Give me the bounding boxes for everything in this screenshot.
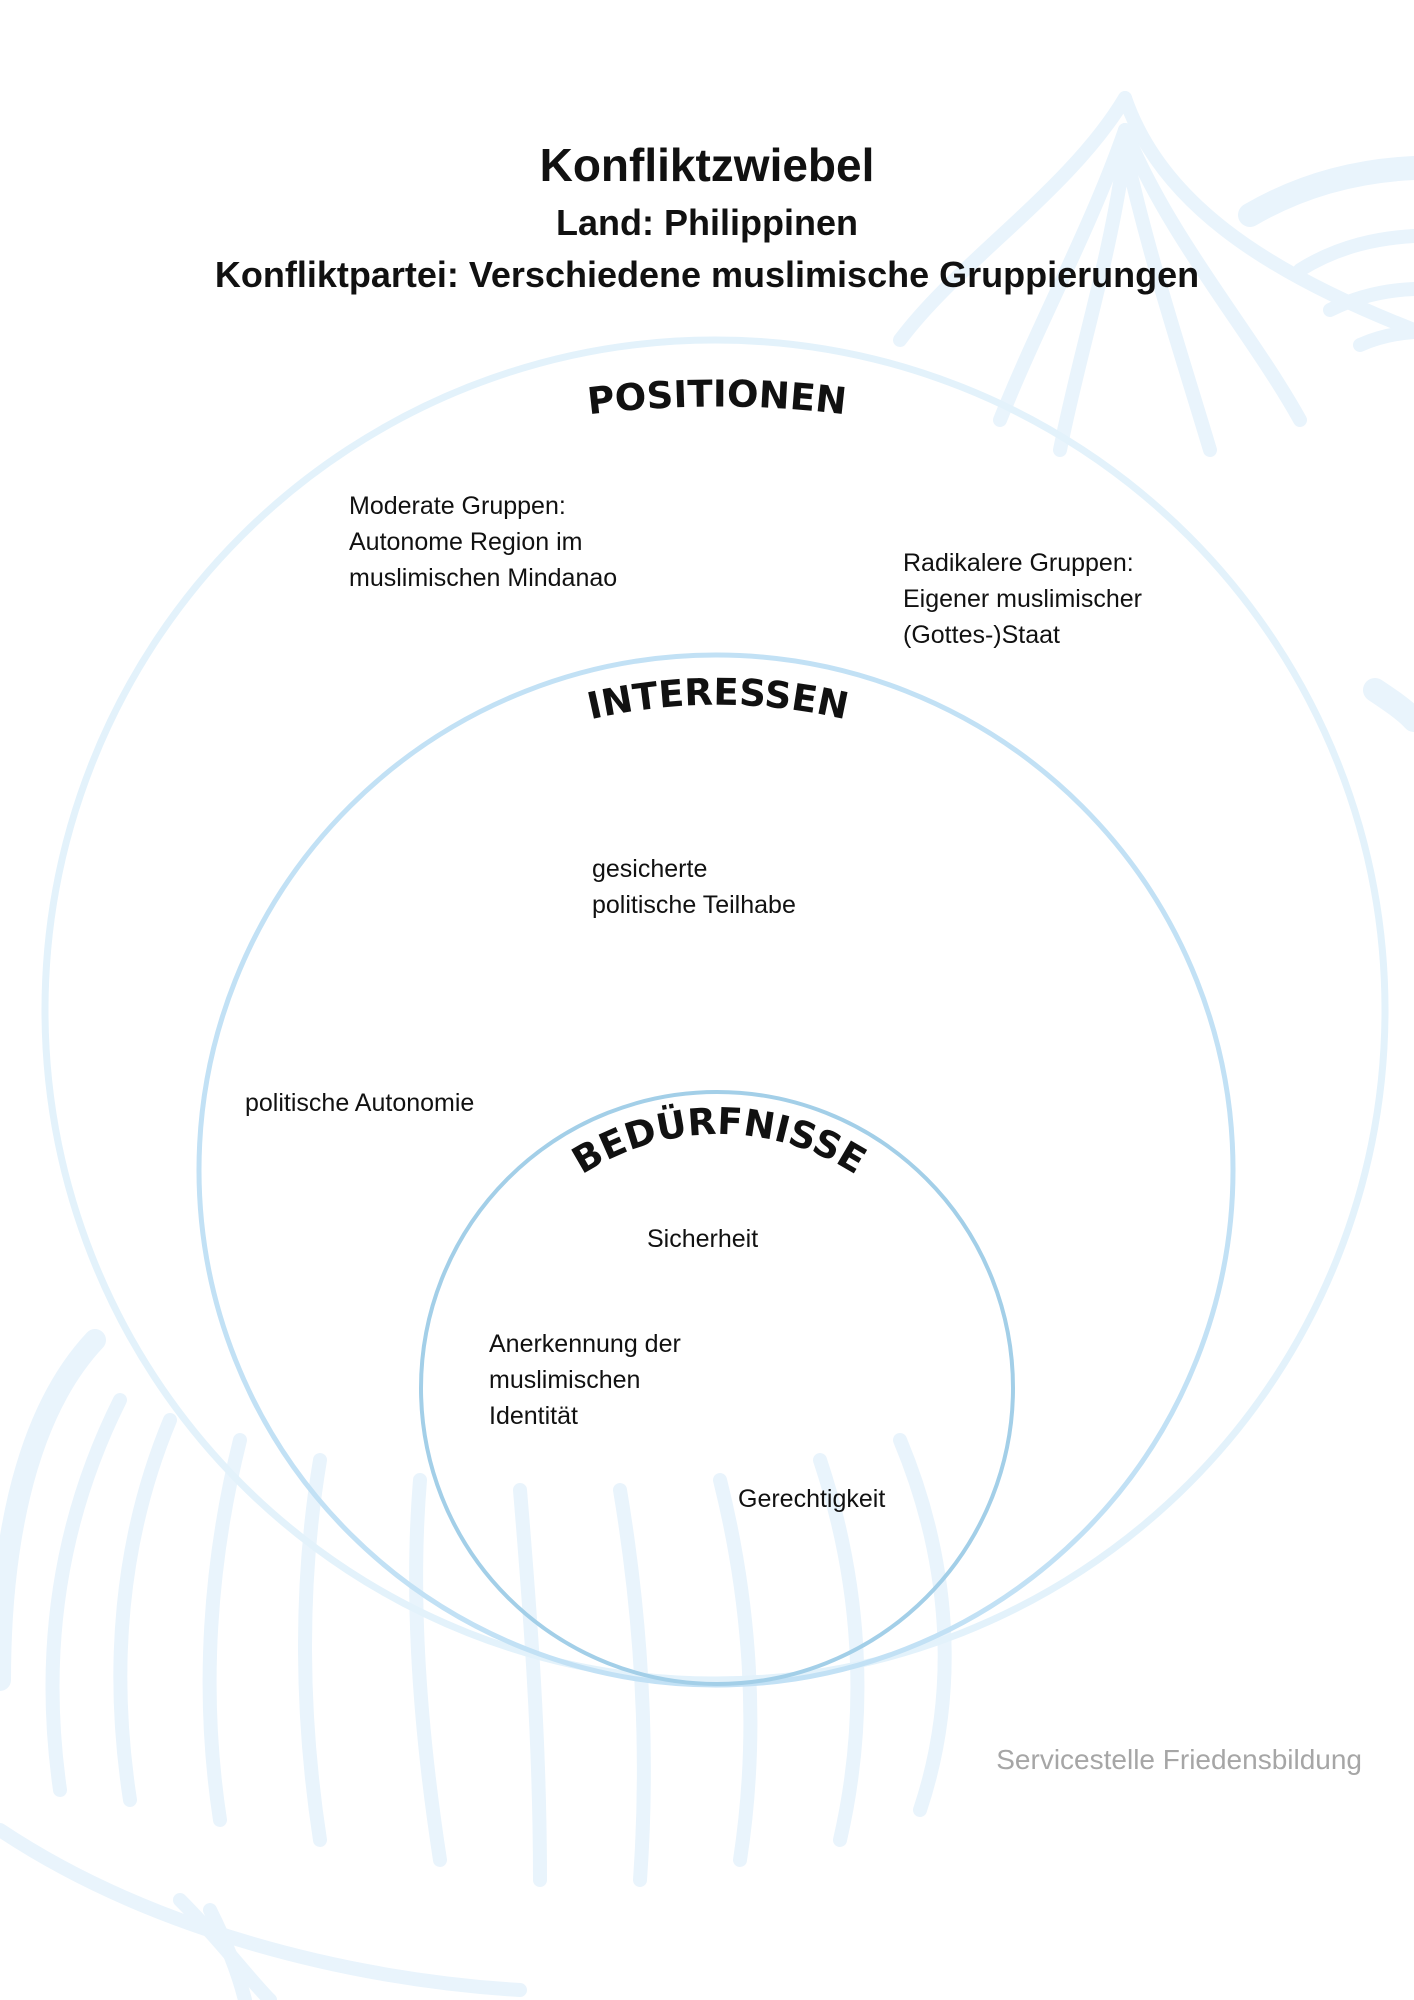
heading-interests-text: INTERESSEN <box>583 671 852 729</box>
onion-watermark-top-tip <box>893 91 1132 347</box>
onion-watermark-bottom-arc-6 <box>513 1483 547 1887</box>
onion-watermark-bottom-arc-9 <box>813 1453 865 1847</box>
diagram-title: Konfliktzwiebel <box>539 139 875 191</box>
heading-positions: POSITIONEN <box>585 372 849 423</box>
position-moderate-line: Autonome Region im <box>349 528 583 556</box>
position-moderate-line: Moderate Gruppen: <box>349 492 566 520</box>
need-identity-line: muslimischen <box>489 1366 641 1394</box>
need-identity-line: Anerkennung der <box>489 1330 681 1358</box>
ring-positions <box>41 336 1389 1684</box>
onion-watermark-top-arc-3 <box>1323 282 1414 317</box>
onion-watermark-bottom-arc-5 <box>409 1473 447 1867</box>
onion-watermark-bottom-arc-2 <box>113 1413 177 1807</box>
need-identity: Anerkennung der muslimischen Identität <box>489 1326 681 1434</box>
interest-participation-line: gesicherte <box>592 855 708 883</box>
position-radical-line: (Gottes-)Staat <box>903 621 1060 649</box>
onion-watermark-bottom-arc-8 <box>713 1473 758 1867</box>
onion-watermark-bottom-arc-3 <box>202 1433 247 1827</box>
interest-participation: gesicherte politische Teilhabe <box>592 851 796 923</box>
need-justice: Gerechtigkeit <box>738 1485 886 1513</box>
footer-organization: Servicestelle Friedensbildung <box>996 1744 1362 1775</box>
onion-watermark-top-arc-2 <box>1293 229 1414 277</box>
heading-interests: INTERESSEN <box>583 671 852 729</box>
position-moderate: Moderate Gruppen: Autonome Region im mus… <box>349 488 617 596</box>
onion-watermark-top-arc-4 <box>1353 325 1414 352</box>
onion-watermark-bottom-base-1 <box>0 1823 527 1997</box>
need-identity-line: Identität <box>489 1402 578 1430</box>
onion-watermark-top-inner-4 <box>1118 123 1307 427</box>
interest-participation-line: politische Teilhabe <box>592 891 796 919</box>
position-radical-line: Radikalere Gruppen: <box>903 549 1134 577</box>
position-moderate-line: muslimischen Mindanao <box>349 564 618 592</box>
onion-watermark-bottom-arc-4 <box>298 1453 327 1847</box>
onion-watermark-bottom-base-3 <box>203 1903 252 2000</box>
onion-watermark-top-arc-1 <box>1238 156 1414 227</box>
country-line: Land: Philippinen <box>556 202 858 243</box>
conflict-party-line: Konfliktpartei: Verschiedene muslimische… <box>214 254 1200 295</box>
onion-watermark-top-arc-5 <box>1363 678 1414 732</box>
ring-needs <box>419 1090 1015 1686</box>
onion-watermark-top-inner-3 <box>1118 143 1217 457</box>
onion-watermark-bottom-arc-1 <box>45 1393 127 1797</box>
onion-watermark-bottom-arc-10 <box>893 1433 952 1817</box>
need-security: Sicherheit <box>647 1225 759 1253</box>
interest-autonomy: politische Autonomie <box>245 1089 475 1117</box>
ring-interests <box>196 652 1236 1688</box>
position-radical: Radikalere Gruppen: Eigener muslimischer… <box>903 545 1142 653</box>
onion-watermark-top-inner-2 <box>1053 143 1132 457</box>
heading-positions-text: POSITIONEN <box>585 372 849 423</box>
onion-watermark-bottom-outer <box>0 1329 106 1691</box>
position-radical-line: Eigener muslimischer <box>903 585 1142 613</box>
onion-watermark-top-inner-1 <box>993 123 1132 427</box>
